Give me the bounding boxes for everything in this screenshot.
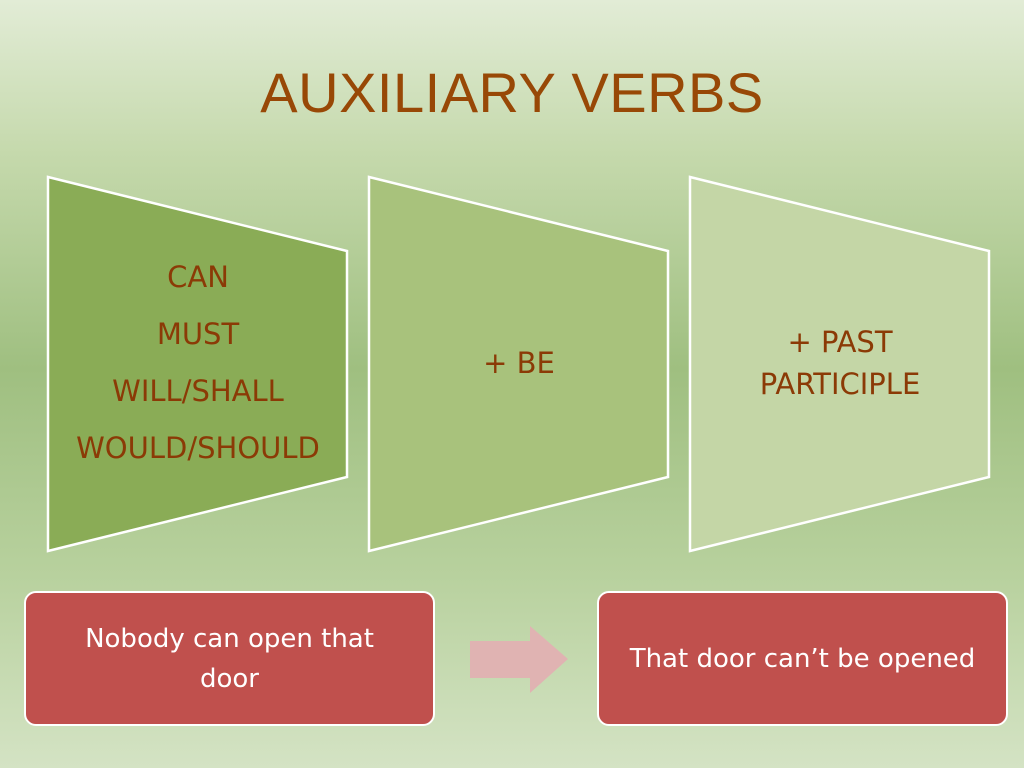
passive-sentence-box: That door can’t be opened (597, 591, 1008, 726)
slide-title: AUXILIARY VERBS (260, 61, 764, 124)
column-line-be: + BE (483, 346, 555, 380)
active-sentence-box: Nobody can open that door (24, 591, 435, 726)
column-line-participle: PARTICIPLE (759, 367, 921, 401)
passive-sentence: That door can’t be opened (629, 643, 976, 674)
column-line-can: CAN (167, 260, 229, 294)
column-modals: CAN MUST WILL/SHALL WOULD/SHOULD (48, 249, 348, 477)
column-line-will-shall: WILL/SHALL (112, 374, 284, 408)
column-be: + BE (369, 342, 669, 384)
column-past-participle: + PAST PARTICIPLE (690, 321, 990, 405)
column-shape-past-participle (688, 175, 991, 553)
column-shape-be (367, 175, 670, 553)
active-sentence: Nobody can open that door (85, 623, 374, 694)
column-shape-modals (46, 175, 349, 553)
column-line-must: MUST (156, 317, 240, 351)
column-line-would-should: WOULD/SHOULD (76, 431, 320, 465)
right-arrow-icon (470, 626, 568, 693)
column-line-past: + PAST (787, 325, 893, 359)
